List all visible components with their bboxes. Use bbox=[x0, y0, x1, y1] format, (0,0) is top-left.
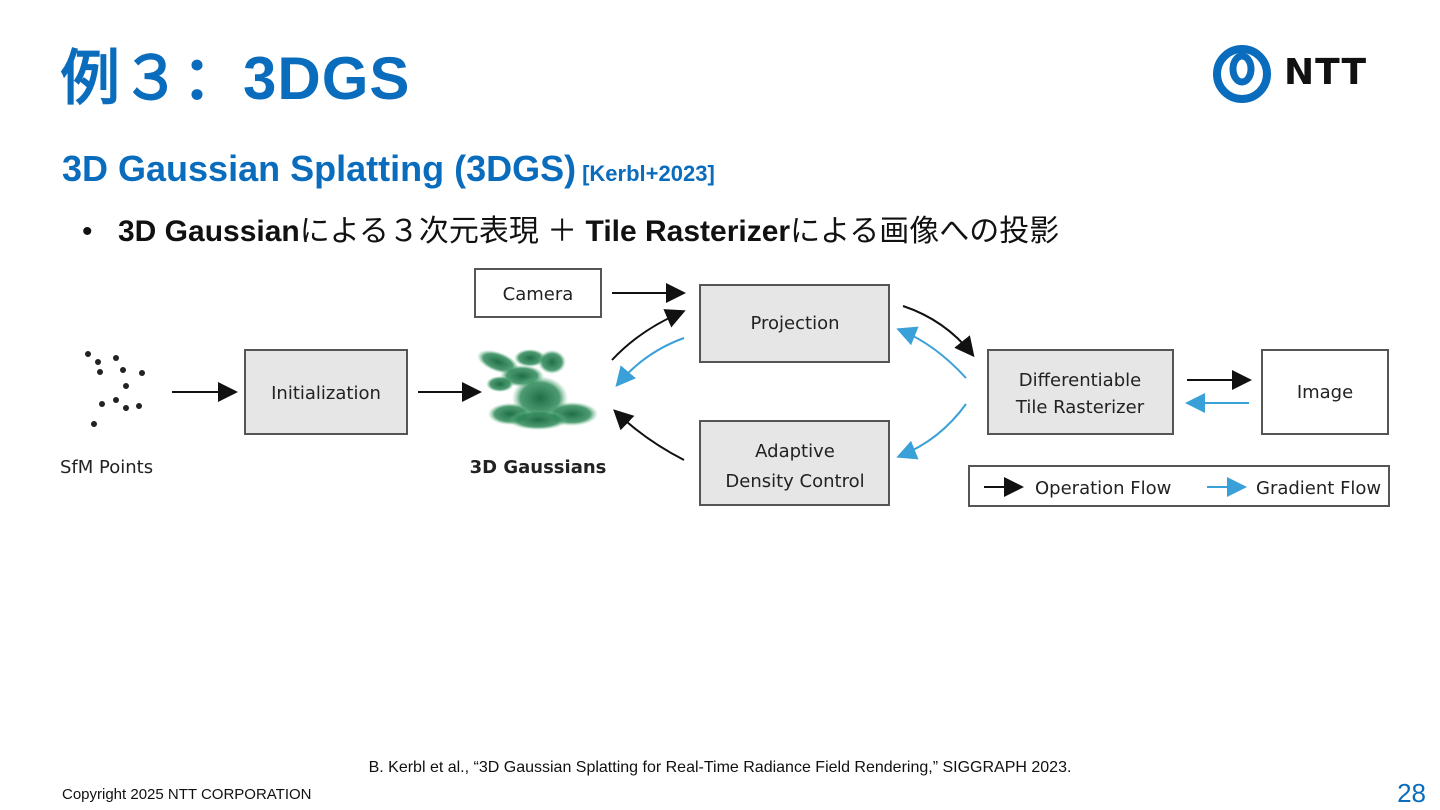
bullet-text-1: による３次元表現 ＋ bbox=[299, 215, 586, 248]
bullet-marker: • bbox=[82, 215, 93, 248]
rasterizer-label-line2: Tile Rasterizer bbox=[1015, 397, 1145, 418]
ntt-logo-icon bbox=[1213, 45, 1271, 103]
section-heading: 3D Gaussian Splatting (3DGS)[Kerbl+2023] bbox=[62, 148, 715, 190]
sfm-points-label: SfM Points bbox=[60, 457, 153, 478]
bullet-item: • 3D Gaussianによる３次元表現 ＋ Tile Rasterizerによ… bbox=[82, 206, 1059, 250]
bullet-bold-2: Tile Rasterizer bbox=[585, 215, 791, 248]
gaussians-icon bbox=[477, 349, 598, 430]
initialization-label: Initialization bbox=[271, 383, 381, 404]
adaptive-label-line1: Adaptive bbox=[755, 441, 835, 462]
gradient-projection-to-gaussians bbox=[615, 337, 685, 388]
adaptive-density-box bbox=[699, 420, 890, 506]
image-box bbox=[1261, 349, 1389, 435]
bullet-bold-1: 3D Gaussian bbox=[118, 215, 300, 248]
gaussians-label: 3D Gaussians bbox=[470, 457, 607, 478]
gradient-rasterizer-to-projection bbox=[896, 326, 967, 379]
arrow-adaptive-to-gaussians bbox=[613, 409, 685, 461]
copyright: Copyright 2025 NTT CORPORATION bbox=[62, 786, 312, 803]
legend-box bbox=[968, 465, 1390, 507]
camera-box bbox=[474, 268, 602, 318]
legend-operation-label: Operation Flow bbox=[1035, 478, 1171, 499]
legend-gradient-label: Gradient Flow bbox=[1256, 478, 1381, 499]
projection-label: Projection bbox=[750, 313, 839, 334]
section-heading-text: 3D Gaussian Splatting (3DGS) bbox=[62, 148, 577, 189]
bullet-text-2: による画像への投影 bbox=[790, 215, 1060, 248]
initialization-box bbox=[244, 349, 408, 435]
camera-label: Camera bbox=[503, 284, 574, 305]
arrow-projection-to-rasterizer bbox=[902, 305, 975, 358]
slide-title: 例３：3DGS bbox=[60, 45, 411, 112]
arrow-gaussians-to-projection bbox=[611, 309, 686, 361]
reference-tag: [Kerbl+2023] bbox=[582, 161, 715, 186]
rasterizer-box bbox=[987, 349, 1174, 435]
adaptive-label-line2: Density Control bbox=[725, 471, 864, 492]
image-label: Image bbox=[1297, 382, 1353, 403]
page-number: 28 bbox=[1397, 778, 1426, 808]
citation: B. Kerbl et al., “3D Gaussian Splatting … bbox=[368, 759, 1072, 776]
sfm-points-icon bbox=[85, 351, 145, 427]
rasterizer-label-line1: Differentiable bbox=[1019, 370, 1141, 391]
projection-box bbox=[699, 284, 890, 363]
gradient-rasterizer-to-adaptive bbox=[896, 403, 967, 460]
logo-text: NTT bbox=[1284, 52, 1368, 93]
